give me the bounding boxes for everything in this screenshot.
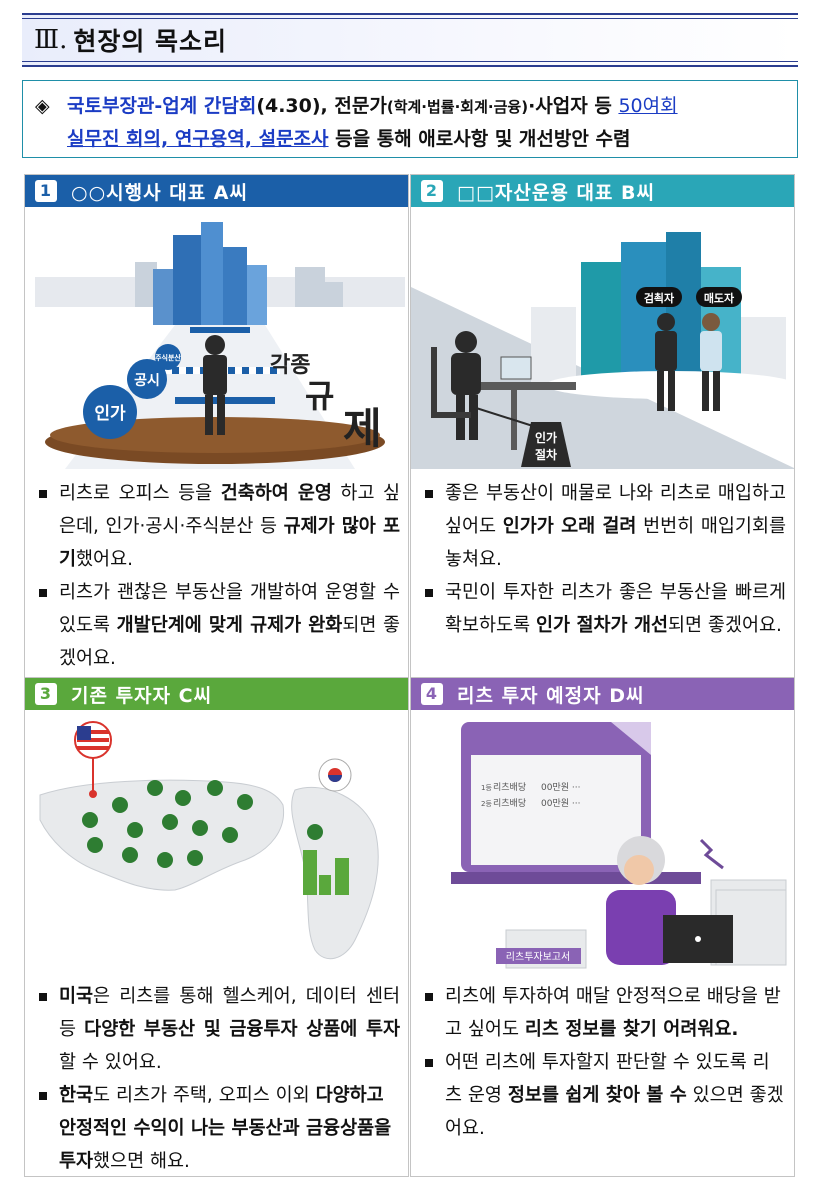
svg-text:인가: 인가 bbox=[535, 430, 557, 445]
buyer-label-icon: 검쵝자 bbox=[636, 287, 682, 307]
square-bullet-icon bbox=[425, 1059, 433, 1067]
summary-businesses: ·사업자 등 bbox=[528, 95, 619, 117]
disclosure-circle-icon: 공시 bbox=[127, 359, 167, 399]
svg-text:매도자: 매도자 bbox=[704, 291, 735, 305]
panel-d-bullet-1: 리츠에 투자하여 매달 안정적으로 배당을 받고 싶어도 리츠 정보를 찾기 어… bbox=[423, 980, 786, 1046]
section-number: Ⅲ. bbox=[34, 25, 68, 55]
weight-icon: 인가 절차 bbox=[521, 422, 571, 467]
square-bullet-icon bbox=[425, 993, 433, 1001]
panel-d-text: 리츠에 투자하여 매달 안정적으로 배당을 받고 싶어도 리츠 정보를 찾기 어… bbox=[411, 972, 794, 1145]
svg-text:검쵝자: 검쵝자 bbox=[644, 291, 675, 305]
panel-b-title: □□자산운용 대표 B씨 bbox=[457, 181, 655, 204]
property-pin-icon bbox=[82, 780, 323, 868]
svg-text:주식분산: 주식분산 bbox=[155, 353, 181, 362]
summary-box: ◈ 국토부장관-업계 간담회(4.30), 전문가(학계·법률·회계·금융)·사… bbox=[22, 80, 798, 158]
square-bullet-icon bbox=[425, 490, 433, 498]
panel-a: 1 ○○시행사 대표 A씨 bbox=[24, 174, 409, 678]
panel-d-header: 4 리츠 투자 예정자 D씨 bbox=[411, 678, 794, 710]
summary-date: (4.30), 전문가 bbox=[256, 95, 387, 117]
svg-text:1등: 1등 bbox=[481, 784, 492, 792]
panel-b: 2 □□자산운용 대표 B씨 검쵝자 매 bbox=[410, 174, 795, 678]
panel-b-text: 좋은 부동산이 매물로 나와 리츠로 매입하고 싶어도 인가가 오래 걸려 번번… bbox=[411, 469, 794, 642]
svg-text:공시: 공시 bbox=[134, 373, 160, 389]
svg-text:리츠배당: 리츠배당 bbox=[493, 798, 526, 809]
report-label-icon: 리츠투자보고서 bbox=[496, 948, 581, 964]
businessman-icon bbox=[203, 335, 227, 435]
seller-label-icon: 매도자 bbox=[696, 287, 742, 307]
laptop-icon bbox=[663, 915, 733, 963]
handshake-icon bbox=[655, 313, 722, 411]
svg-text:00만원 ···: 00만원 ··· bbox=[541, 798, 580, 809]
stock-circle-icon: 주식분산 bbox=[155, 344, 181, 370]
building-icon bbox=[531, 232, 786, 382]
map-illustration bbox=[25, 710, 408, 972]
panel-c-number: 3 bbox=[35, 683, 57, 705]
panel-a-bullet-1: 리츠로 오피스 등을 건축하여 운영 하고 싶은데, 인가·공시·주식분산 등 … bbox=[37, 477, 400, 576]
section-title-bar: Ⅲ. 현장의 목소리 bbox=[22, 13, 798, 67]
square-bullet-icon bbox=[425, 589, 433, 597]
us-flag-icon bbox=[74, 721, 112, 798]
diamond-bullet-icon: ◈ bbox=[35, 95, 50, 117]
panel-b-header: 2 □□자산운용 대표 B씨 bbox=[411, 175, 794, 207]
korea-flag-icon bbox=[318, 758, 352, 792]
square-bullet-icon bbox=[39, 589, 47, 597]
panel-a-header: 1 ○○시행사 대표 A씨 bbox=[25, 175, 408, 207]
permit-circle-icon: 인가 bbox=[83, 385, 137, 439]
svg-text:00만원 ···: 00만원 ··· bbox=[541, 782, 580, 793]
summary-count: 50여회 bbox=[618, 95, 678, 117]
panel-d: 4 리츠 투자 예정자 D씨 1등 리츠배당 00만원 ··· 2등 리츠배당 … bbox=[410, 677, 795, 1177]
panel-b-bullet-1: 좋은 부동산이 매물로 나와 리츠로 매입하고 싶어도 인가가 오래 걸려 번번… bbox=[423, 477, 786, 576]
summary-experts: (학계·법률·회계·금융) bbox=[386, 98, 529, 116]
summary-activities: 실무진 회의, 연구용역, 설문조사 bbox=[67, 128, 329, 150]
panel-b-bullet-2: 국민이 투자한 리츠가 좋은 부동산을 빠르게 확보하도록 인가 절차가 개선되… bbox=[423, 576, 786, 642]
investor-illustration: 1등 리츠배당 00만원 ··· 2등 리츠배당 00만원 ··· 리츠투자보고… bbox=[411, 710, 794, 972]
regulation-illustration: 인가 공시 주식분산 각종 규 제 bbox=[25, 207, 408, 469]
panel-a-text: 리츠로 오피스 등을 건축하여 운영 하고 싶은데, 인가·공시·주식분산 등 … bbox=[25, 469, 408, 675]
svg-text:인가: 인가 bbox=[94, 404, 126, 424]
stress-lightning-icon bbox=[699, 838, 724, 870]
square-bullet-icon bbox=[39, 993, 47, 1001]
panel-c-title: 기존 투자자 C씨 bbox=[71, 684, 213, 707]
panel-c-text: 미국은 리츠를 통해 헬스케어, 데이터 센터 등 다양한 부동산 및 금융투자… bbox=[25, 972, 408, 1178]
panel-d-title: 리츠 투자 예정자 D씨 bbox=[457, 684, 645, 707]
panel-c-bullet-2: 한국도 리츠가 주택, 오피스 이외 다양하고 안정적인 수익이 나는 부동산과… bbox=[37, 1079, 400, 1178]
svg-text:제: 제 bbox=[343, 404, 382, 453]
us-map-icon bbox=[39, 779, 285, 891]
svg-text:절차: 절차 bbox=[535, 447, 557, 462]
panel-c: 3 기존 투자자 C씨 bbox=[24, 677, 409, 1177]
summary-conclusion: 등을 통해 애로사항 및 개선방안 수렴 bbox=[328, 128, 631, 150]
svg-text:2등: 2등 bbox=[481, 800, 492, 808]
square-bullet-icon bbox=[39, 1092, 47, 1100]
panel-a-number: 1 bbox=[35, 180, 57, 202]
stressed-woman-icon bbox=[606, 836, 676, 965]
svg-text:리츠배당: 리츠배당 bbox=[493, 782, 526, 793]
panel-c-bullet-1: 미국은 리츠를 통해 헬스케어, 데이터 센터 등 다양한 부동산 및 금융투자… bbox=[37, 980, 400, 1079]
panel-c-header: 3 기존 투자자 C씨 bbox=[25, 678, 408, 710]
panel-d-bullet-2: 어떤 리츠에 투자할지 판단할 수 있도록 리츠 운영 정보를 쉽게 찾아 볼 … bbox=[423, 1046, 786, 1145]
growth-bar-icon bbox=[303, 850, 349, 895]
deal-illustration: 검쵝자 매도자 bbox=[411, 207, 794, 469]
regulation-text-icon: 각종 규 제 bbox=[270, 353, 382, 453]
svg-text:규: 규 bbox=[305, 377, 334, 415]
panel-a-bullet-2: 리츠가 괜찮은 부동산을 개발하여 운영할 수 있도록 개발단계에 맞게 규제가… bbox=[37, 576, 400, 675]
svg-text:리츠투자보고서: 리츠투자보고서 bbox=[506, 951, 570, 963]
svg-text:각종: 각종 bbox=[270, 353, 310, 378]
panel-b-number: 2 bbox=[421, 180, 443, 202]
panel-d-number: 4 bbox=[421, 683, 443, 705]
tower-icon bbox=[153, 222, 267, 325]
panel-a-title: ○○시행사 대표 A씨 bbox=[71, 181, 248, 204]
summary-meeting: 국토부장관-업계 간담회 bbox=[67, 95, 257, 117]
dividend-list: 1등 리츠배당 00만원 ··· 2등 리츠배당 00만원 ··· bbox=[481, 782, 580, 809]
square-bullet-icon bbox=[39, 490, 47, 498]
section-title: 현장의 목소리 bbox=[73, 27, 228, 56]
